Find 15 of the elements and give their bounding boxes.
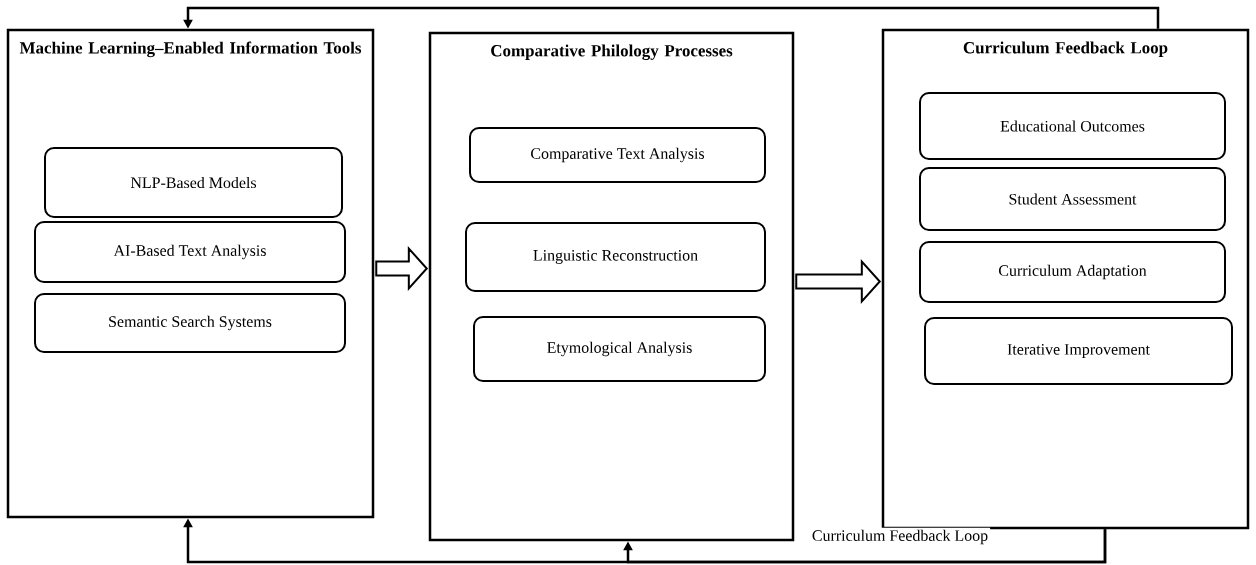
item-box: Etymological Analysis xyxy=(473,316,766,382)
item-box: Curriculum Adaptation xyxy=(919,241,1226,303)
block-arrow xyxy=(795,258,882,305)
item-box: NLP-Based Models xyxy=(44,147,343,218)
edge-label: Curriculum Feedback Loop xyxy=(812,529,988,545)
item-box: Iterative Improvement xyxy=(924,317,1233,385)
block-arrow xyxy=(375,245,429,292)
item-box: Semantic Search Systems xyxy=(34,293,346,353)
item-box: Linguistic Reconstruction xyxy=(465,222,766,292)
item-box: Comparative Text Analysis xyxy=(469,127,766,183)
item-box: Student Assessment xyxy=(919,167,1226,231)
item-box: AI-Based Text Analysis xyxy=(34,221,346,283)
feedback-arrow xyxy=(623,529,1107,564)
item-box: Educational Outcomes xyxy=(919,92,1226,160)
feedback-arrow xyxy=(183,6,1160,29)
